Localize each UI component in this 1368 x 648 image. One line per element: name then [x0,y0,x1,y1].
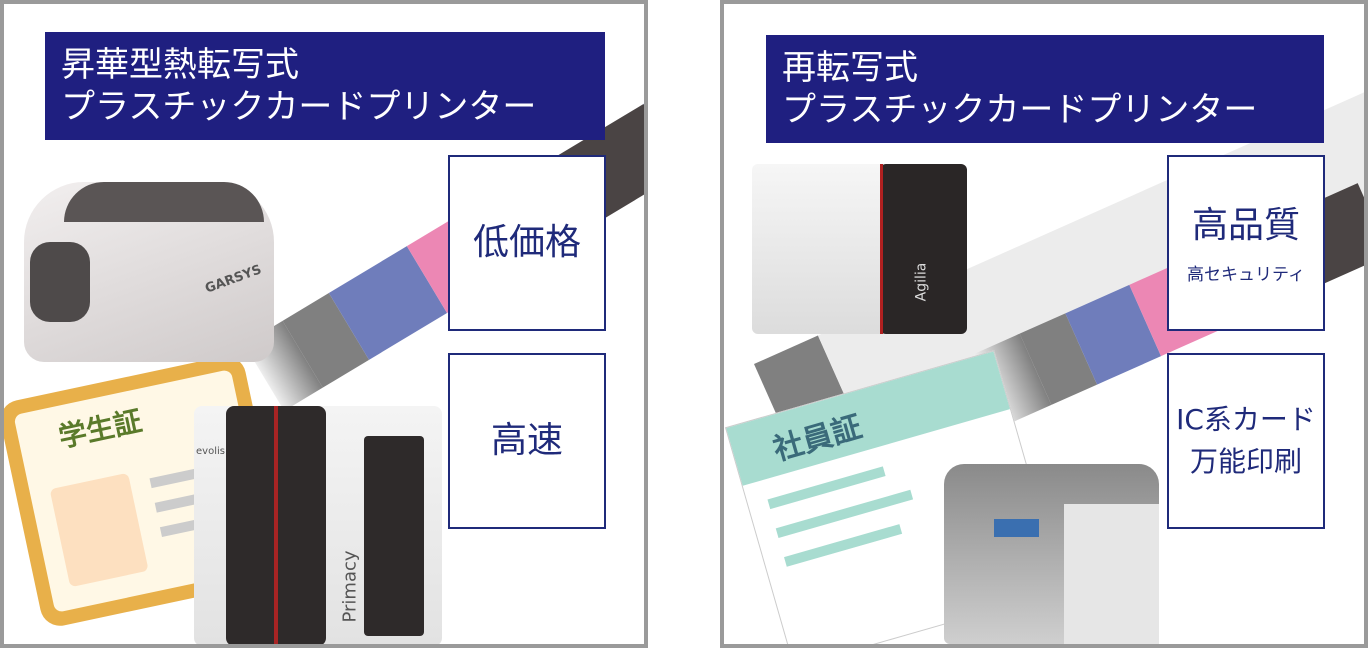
title-box: 再転写式 プラスチックカードプリンター [766,35,1324,143]
printer-brand: evolis [196,446,225,457]
feature-label: 万能印刷 [1189,445,1302,478]
feature-sublabel: 高セキュリティ [1187,264,1305,285]
printer-logo: Primacy [339,550,361,623]
printer-logo: Agilia [913,262,930,302]
feature-ic-card: IC系カード 万能印刷 [1167,353,1325,529]
title-line: プラスチックカードプリンター [782,90,1258,130]
feature-low-price: 低価格 [448,155,606,331]
title-line: プラスチックカードプリンター [61,87,537,127]
feature-high-quality: 高品質 高セキュリティ [1167,155,1325,331]
printer-image: Agilia [752,164,967,334]
printer-image: GARSYS [24,182,274,362]
printer-logo: GARSYS [203,262,264,297]
feature-label: IC系カード [1176,403,1316,436]
title-line: 再転写式 [782,48,918,88]
title-box: 昇華型熱転写式 プラスチックカードプリンター [45,32,605,140]
feature-label: 低価格 [472,222,581,263]
printer-image [944,464,1159,644]
printer-image: evolis Primacy [194,406,442,644]
card-title: 学生証 [55,404,145,454]
feature-high-speed: 高速 [448,353,606,529]
left-panel: 昇華型熱転写式 プラスチックカードプリンター 低価格 高速 GARSYS 学生証… [0,0,648,648]
feature-label: 高速 [490,420,563,461]
photo [49,472,149,588]
title-line: 昇華型熱転写式 [61,45,299,85]
feature-label: 高品質 [1191,204,1300,246]
right-panel: 再転写式 プラスチックカードプリンター 高品質 高セキュリティ IC系カード 万… [720,0,1368,648]
